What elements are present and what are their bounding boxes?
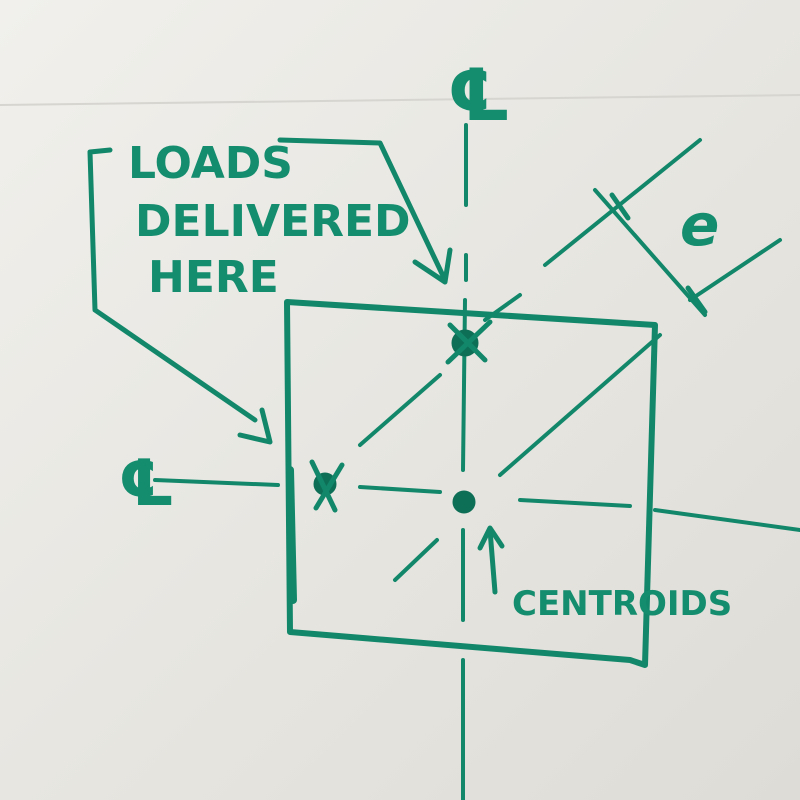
paper-fold [0, 94, 800, 106]
diagonal-line-outer [498, 238, 782, 477]
loads-arrow-bracket [87, 137, 453, 445]
horizontal-centerline [153, 478, 800, 532]
centroids-arrow [477, 525, 505, 595]
eccentricity-dimension [543, 138, 708, 317]
diagonal-line-inner [358, 293, 522, 582]
vertical-centerline [461, 123, 468, 800]
centroids-label: CENTROIDS [512, 584, 732, 624]
loads-label-line3: HERE [148, 252, 279, 303]
load-point-top [445, 319, 493, 365]
load-point-left [309, 459, 345, 513]
centerline-symbol-top: ℄ [447, 53, 512, 137]
loads-label-line1: LOADS [128, 138, 293, 189]
centerline-symbol-left: ℄ [118, 447, 175, 521]
centroid-point [452, 490, 476, 514]
footing-edge-heavy [286, 466, 297, 604]
eccentricity-label: e [680, 191, 719, 259]
loads-label-line2: DELIVERED [135, 196, 411, 247]
